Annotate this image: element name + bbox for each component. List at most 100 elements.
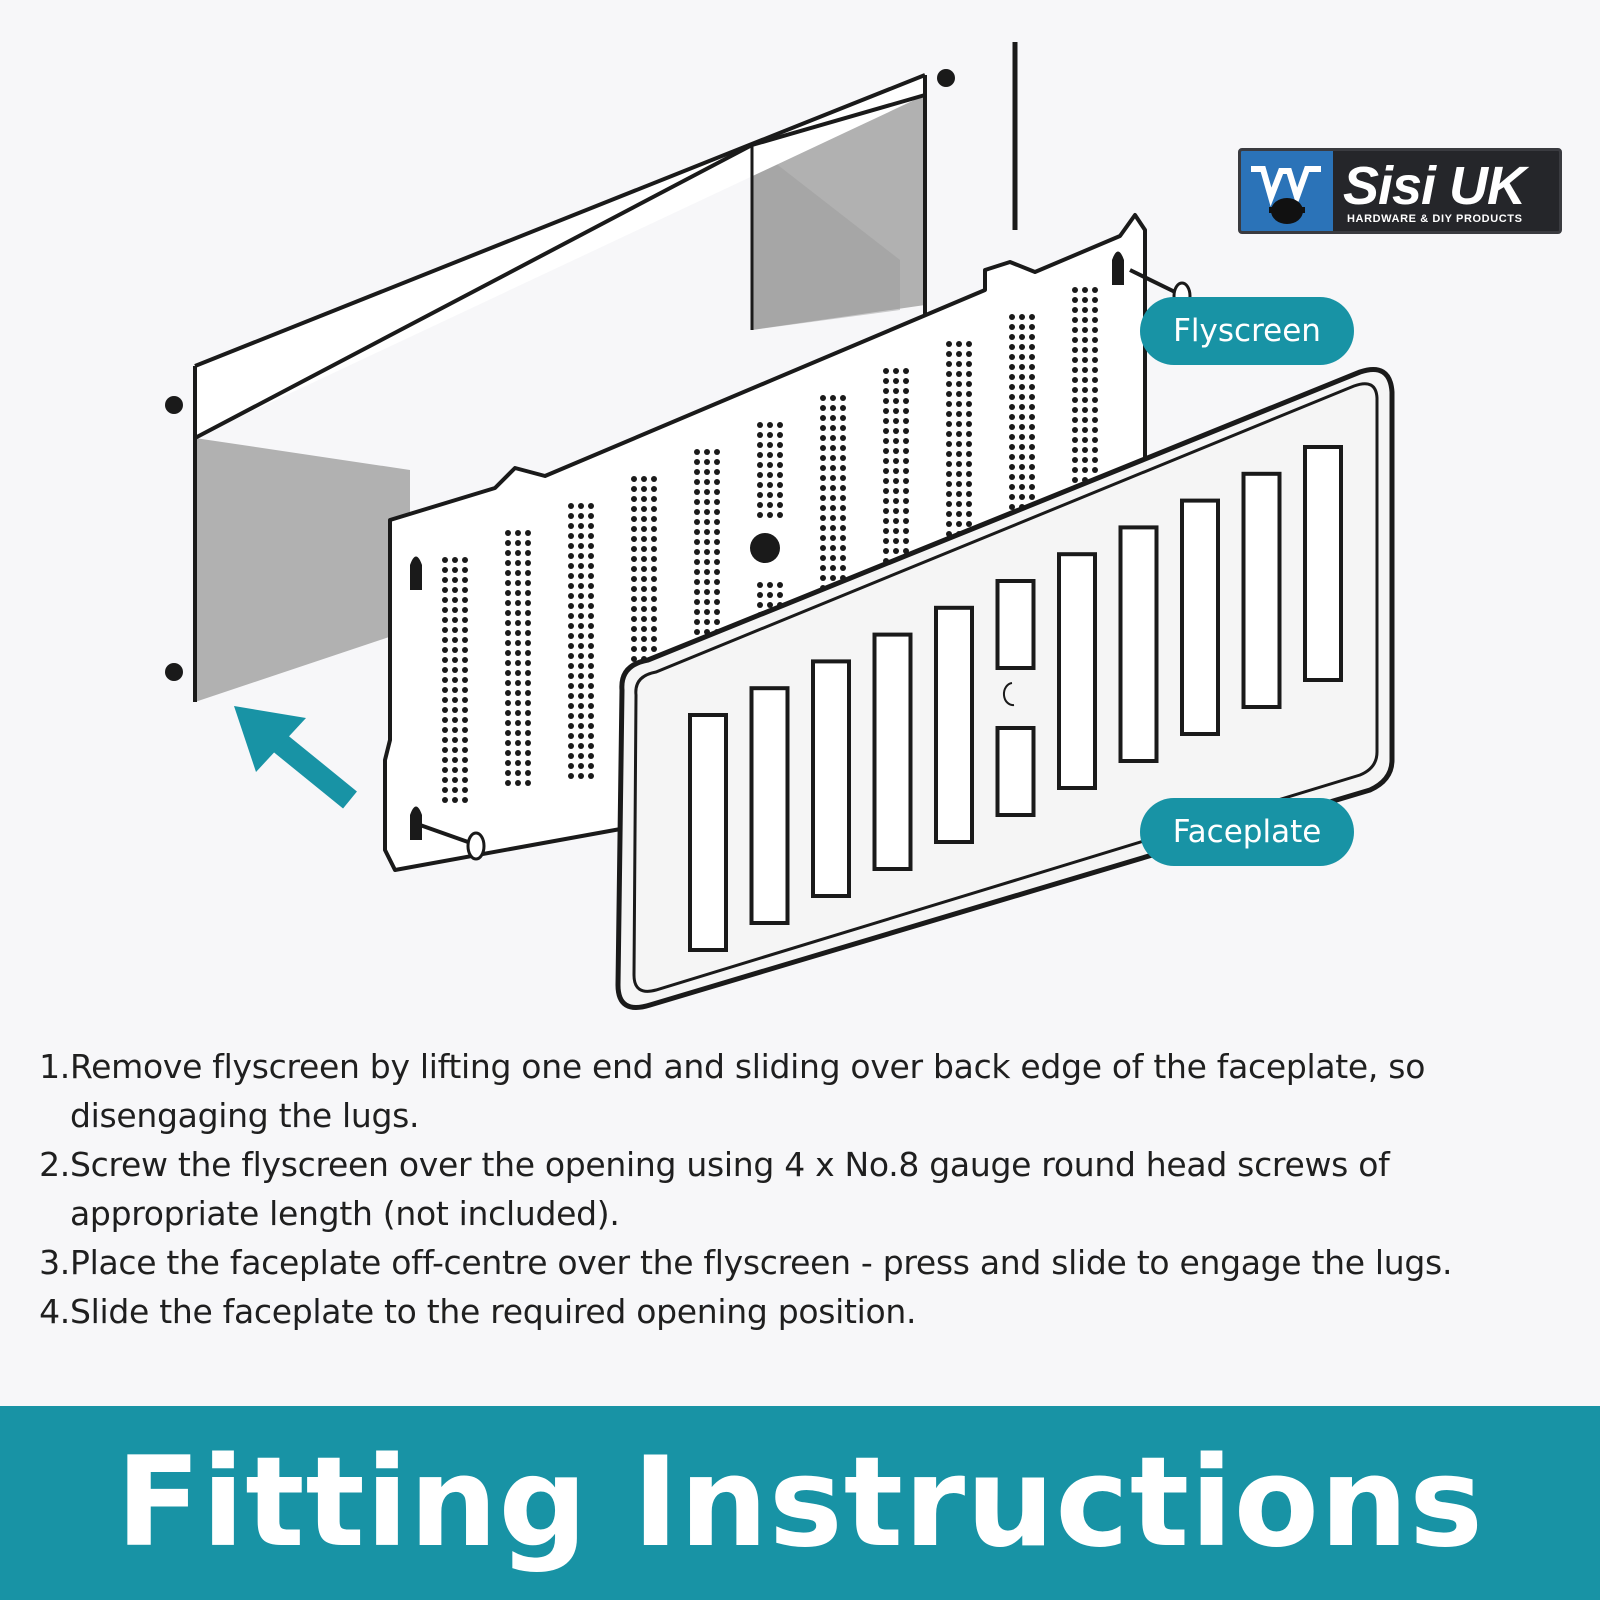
- perforation-dot: [462, 757, 468, 763]
- perforation-dot: [568, 763, 574, 769]
- perforation-dot: [1009, 504, 1015, 510]
- perforation-dot: [883, 408, 889, 414]
- step-text: Remove flyscreen by lifting one end and …: [70, 1047, 1426, 1135]
- perforation-dot: [442, 727, 448, 733]
- perforation-dot: [588, 633, 594, 639]
- perforation-dot: [631, 586, 637, 592]
- perforation-dot: [442, 737, 448, 743]
- perforation-dot: [462, 557, 468, 563]
- perforation-dot: [588, 643, 594, 649]
- perforation-dot: [1082, 337, 1088, 343]
- perforation-dot: [694, 469, 700, 475]
- perforation-dot: [714, 539, 720, 545]
- perforation-dot: [505, 720, 511, 726]
- perforation-dot: [946, 431, 952, 437]
- perforation-dot: [505, 600, 511, 606]
- perforation-dot: [1019, 374, 1025, 380]
- perforation-dot: [462, 607, 468, 613]
- perforation-dot: [704, 569, 710, 575]
- perforation-dot: [1009, 324, 1015, 330]
- perforation-dot: [1072, 387, 1078, 393]
- perforation-dot: [578, 553, 584, 559]
- perforation-dot: [525, 570, 531, 576]
- fitting-diagram: [165, 42, 1395, 1010]
- perforation-dot: [442, 687, 448, 693]
- perforation-dot: [641, 606, 647, 612]
- perforation-dot: [1019, 474, 1025, 480]
- perforation-dot: [588, 673, 594, 679]
- perforation-dot: [505, 570, 511, 576]
- perforation-dot: [820, 555, 826, 561]
- perforation-dot: [767, 502, 773, 508]
- perforation-dot: [956, 341, 962, 347]
- perforation-dot: [883, 378, 889, 384]
- perforation-dot: [588, 763, 594, 769]
- perforation-dot: [704, 609, 710, 615]
- step-number: 2.: [39, 1145, 70, 1184]
- perforation-dot: [525, 630, 531, 636]
- perforation-dot: [505, 650, 511, 656]
- perforation-dot: [515, 610, 521, 616]
- perforation-dot: [830, 405, 836, 411]
- perforation-dot: [903, 518, 909, 524]
- perforation-dot: [893, 498, 899, 504]
- perforation-dot: [525, 750, 531, 756]
- perforation-dot: [588, 553, 594, 559]
- perforation-dot: [578, 523, 584, 529]
- perforation-dot: [767, 462, 773, 468]
- perforation-dot: [714, 519, 720, 525]
- perforation-dot: [525, 780, 531, 786]
- perforation-dot: [505, 710, 511, 716]
- perforation-dot: [767, 492, 773, 498]
- perforation-dot: [452, 627, 458, 633]
- perforation-dot: [578, 703, 584, 709]
- perforation-dot: [830, 495, 836, 501]
- perforation-dot: [568, 733, 574, 739]
- perforation-dot: [651, 526, 657, 532]
- perforation-dot: [830, 515, 836, 521]
- perforation-dot: [903, 458, 909, 464]
- perforation-dot: [694, 559, 700, 565]
- perforation-dot: [1072, 307, 1078, 313]
- perforation-dot: [505, 630, 511, 636]
- perforation-dot: [777, 582, 783, 588]
- perforation-dot: [641, 526, 647, 532]
- perforation-dot: [946, 521, 952, 527]
- perforation-dot: [631, 556, 637, 562]
- perforation-dot: [767, 582, 773, 588]
- vent-slot: [872, 632, 913, 871]
- perforation-dot: [694, 449, 700, 455]
- perforation-dot: [525, 760, 531, 766]
- perforation-dot: [442, 717, 448, 723]
- perforation-dot: [946, 391, 952, 397]
- perforation-dot: [1009, 484, 1015, 490]
- perforation-dot: [840, 425, 846, 431]
- perforation-dot: [578, 643, 584, 649]
- perforation-dot: [820, 445, 826, 451]
- perforation-dot: [442, 797, 448, 803]
- perforation-dot: [462, 647, 468, 653]
- perforation-dot: [568, 533, 574, 539]
- perforation-dot: [462, 727, 468, 733]
- perforation-dot: [568, 503, 574, 509]
- perforation-dot: [956, 411, 962, 417]
- perforation-dot: [588, 563, 594, 569]
- perforation-dot: [956, 351, 962, 357]
- perforation-dot: [694, 629, 700, 635]
- perforation-dot: [946, 441, 952, 447]
- perforation-dot: [462, 767, 468, 773]
- perforation-dot: [694, 609, 700, 615]
- perforation-dot: [515, 620, 521, 626]
- perforation-dot: [442, 567, 448, 573]
- perforation-dot: [1019, 324, 1025, 330]
- perforation-dot: [714, 509, 720, 515]
- perforation-dot: [757, 512, 763, 518]
- perforation-dot: [1092, 467, 1098, 473]
- perforation-dot: [1072, 477, 1078, 483]
- perforation-dot: [757, 462, 763, 468]
- perforation-dot: [694, 529, 700, 535]
- perforation-dot: [840, 415, 846, 421]
- perforation-dot: [515, 560, 521, 566]
- perforation-dot: [757, 432, 763, 438]
- perforation-dot: [515, 540, 521, 546]
